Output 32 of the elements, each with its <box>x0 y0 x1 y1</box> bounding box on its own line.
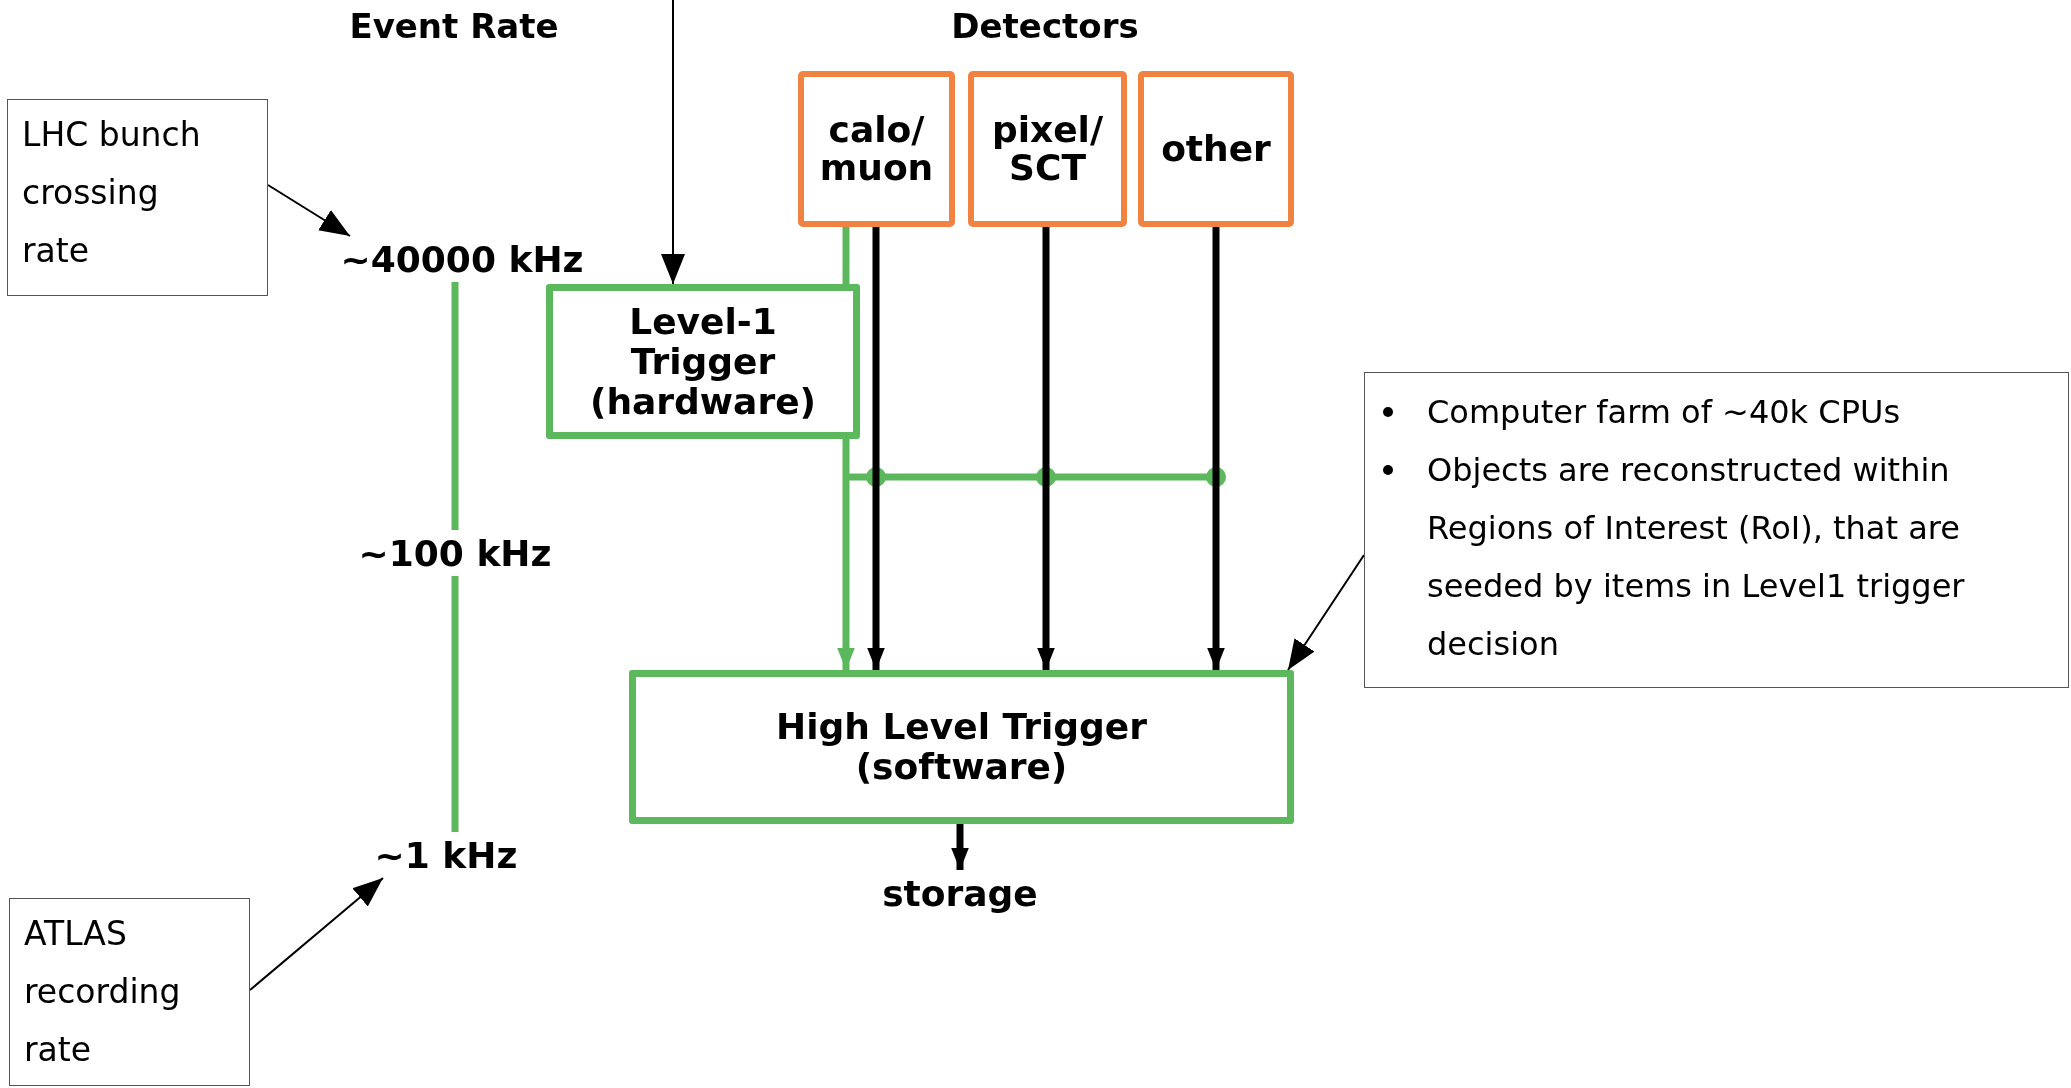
arrow <box>867 227 885 670</box>
rate-label: ~1 kHz <box>330 832 562 878</box>
note-box <box>1364 372 2069 688</box>
bullet-text: Computer farm of ~40k CPUs <box>1427 393 1901 431</box>
detector-box <box>798 71 955 227</box>
arrow <box>837 439 855 670</box>
box-label: calo/ muon <box>818 111 935 187</box>
arrow <box>249 877 384 991</box>
bullet-text: Objects are reconstructed within Regions of Interest (RoI), that are seeded by items in Level1 trigger decision <box>1427 451 1965 663</box>
arrow <box>1037 227 1055 670</box>
detector-box <box>1138 71 1294 227</box>
callout-box <box>9 898 250 1086</box>
arrow <box>1287 554 1365 671</box>
arrow <box>267 184 351 237</box>
rate-label: ~100 kHz <box>310 530 600 576</box>
box-label: other <box>1161 130 1271 168</box>
callout-text: ATLAS recording rate <box>24 913 182 1071</box>
arrow <box>1207 227 1225 670</box>
trigger-box <box>629 670 1294 824</box>
callout-text: LHC bunch crossing rate <box>22 114 202 272</box>
trigger-box <box>546 284 860 439</box>
arrow <box>661 0 685 285</box>
detector-box <box>968 71 1127 227</box>
box-label: High Level Trigger (software) <box>775 707 1148 787</box>
storage-label: storage <box>880 870 1040 916</box>
connector-line <box>842 227 850 284</box>
column-heading: Event Rate <box>348 6 560 46</box>
box-label: pixel/ SCT <box>990 111 1105 187</box>
rate-label: ~40000 kHz <box>312 236 612 282</box>
column-heading: Detectors <box>950 6 1140 46</box>
box-label: Level-1 Trigger (hardware) <box>588 301 818 422</box>
callout-box <box>7 99 268 296</box>
